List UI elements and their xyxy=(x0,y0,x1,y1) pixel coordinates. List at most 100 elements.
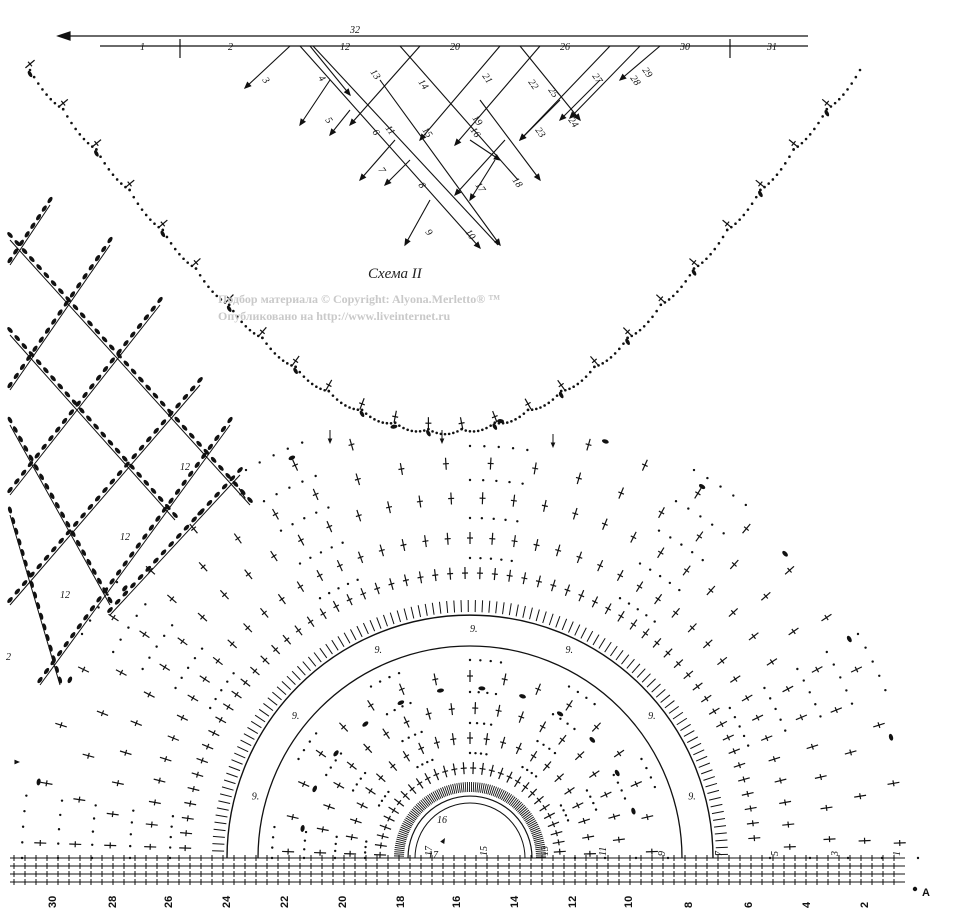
chain-dot xyxy=(742,734,746,738)
chain-dot xyxy=(622,342,625,345)
chain-dot xyxy=(468,444,472,448)
tick xyxy=(636,668,646,678)
chain-dot xyxy=(784,729,787,732)
stitch-mark xyxy=(208,729,220,737)
stitch-mark xyxy=(143,691,155,698)
chain-dot xyxy=(493,421,497,424)
chain-dot xyxy=(742,213,746,217)
chain-dot xyxy=(447,432,451,436)
chain-dot xyxy=(585,696,588,700)
tick xyxy=(713,825,727,828)
row-label: 14 xyxy=(509,895,521,908)
stitch-mark xyxy=(601,518,608,531)
chain-dot xyxy=(355,783,358,786)
side-label: 12 xyxy=(60,590,70,601)
tick xyxy=(438,601,442,614)
stitch-mark xyxy=(424,772,432,785)
stitch-mark xyxy=(189,523,198,534)
chain-dot xyxy=(713,247,717,251)
tick xyxy=(218,800,231,804)
picot-oval xyxy=(123,360,130,367)
chain-dot xyxy=(170,624,174,627)
stitch-mark xyxy=(398,683,405,696)
picot-oval xyxy=(7,486,13,494)
tick xyxy=(535,850,546,853)
chain-dot xyxy=(397,671,401,675)
picot-oval xyxy=(556,711,564,717)
chain-dot xyxy=(95,148,98,151)
tick xyxy=(533,835,543,840)
chain-dot xyxy=(286,447,289,450)
stitch-mark xyxy=(589,355,599,366)
picot-oval xyxy=(88,264,94,271)
picot-oval xyxy=(68,409,75,416)
tick xyxy=(350,629,357,641)
stitch-mark xyxy=(187,785,200,793)
stitch-mark xyxy=(374,842,387,849)
picot-oval xyxy=(390,424,398,429)
chain-dot xyxy=(208,706,212,710)
chain-dot xyxy=(341,541,344,544)
chain-dot xyxy=(536,739,539,743)
row-label-mid: 11 xyxy=(598,847,609,856)
picot-oval xyxy=(698,484,706,490)
stitch-mark xyxy=(663,648,673,658)
stitch-mark xyxy=(527,788,538,798)
stitch-mark xyxy=(108,613,119,622)
chain-dot xyxy=(878,674,881,677)
tick xyxy=(286,675,296,686)
stitch-mark xyxy=(282,634,292,645)
stitch-mark xyxy=(472,702,479,715)
picot-oval xyxy=(7,416,13,424)
side-label: 12 xyxy=(120,532,130,543)
chain-dot xyxy=(232,672,235,675)
tick xyxy=(568,621,574,633)
chain-dot xyxy=(775,173,779,177)
picot-oval xyxy=(37,676,43,684)
picot-oval xyxy=(7,232,13,238)
arrow-head xyxy=(440,838,445,844)
tick xyxy=(410,606,415,619)
chain-dot xyxy=(443,432,447,436)
picot-oval xyxy=(333,750,339,757)
chain-dot xyxy=(315,385,318,388)
chain-dot xyxy=(303,517,306,520)
chain-dot xyxy=(800,141,804,145)
picot-oval xyxy=(138,444,145,451)
chain-dot xyxy=(648,568,652,571)
chain-dot xyxy=(45,93,48,96)
stitch-mark xyxy=(497,767,504,780)
chain-dot xyxy=(489,723,493,726)
row-label-mid: 13 xyxy=(540,846,551,856)
diag-label: 9 xyxy=(423,227,435,237)
stitch-mark xyxy=(814,773,827,781)
picot-oval xyxy=(312,785,318,793)
chain-dot xyxy=(618,347,621,351)
arrow-head xyxy=(573,113,581,122)
tick xyxy=(492,786,497,797)
stitch-mark xyxy=(742,523,751,534)
chain-dot xyxy=(215,294,219,298)
chain-dot xyxy=(409,701,412,705)
stitch-mark xyxy=(820,804,833,811)
chain-dot xyxy=(80,632,84,636)
chain-dot xyxy=(500,558,503,561)
chain-dot xyxy=(331,394,335,397)
chain-dot xyxy=(738,725,741,728)
chain-dot xyxy=(308,740,312,743)
stitch-mark xyxy=(708,707,720,715)
chain-dot xyxy=(99,155,102,158)
tick xyxy=(517,804,525,813)
tick xyxy=(489,785,493,796)
stitch-mark xyxy=(541,499,548,512)
stitch-mark xyxy=(282,848,295,855)
baseline-label: 31 xyxy=(766,42,777,53)
tick xyxy=(464,782,467,793)
tick xyxy=(686,736,699,743)
baseline-label: 26 xyxy=(560,42,570,53)
tick xyxy=(325,643,333,655)
chain-dot xyxy=(688,273,692,277)
tick xyxy=(485,784,489,795)
chain-dot xyxy=(699,515,702,518)
picot-oval xyxy=(143,314,150,321)
